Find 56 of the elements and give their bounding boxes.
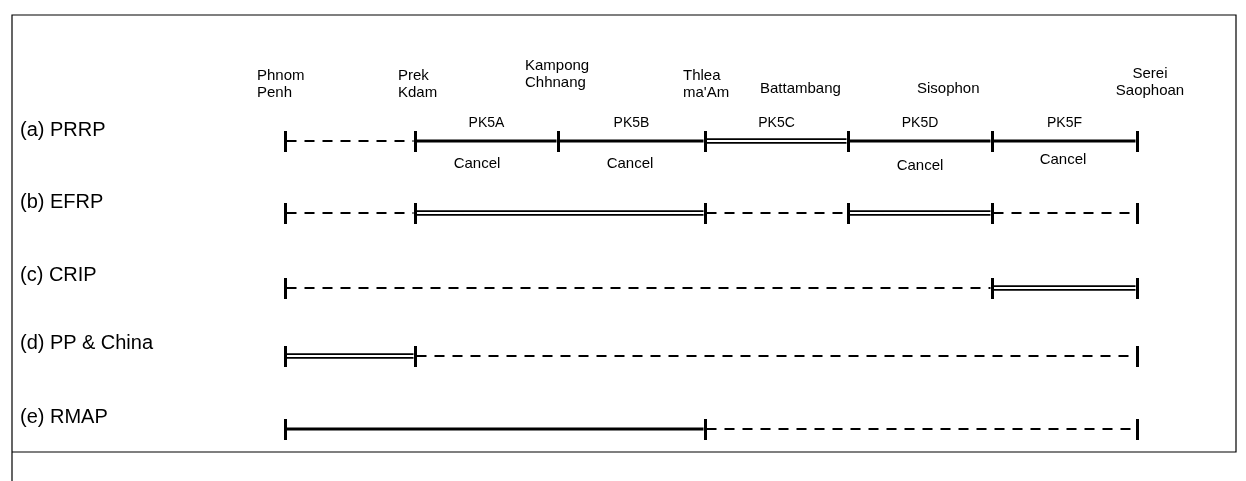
place-name: Battambang xyxy=(760,79,842,96)
tick-mark xyxy=(1135,130,1139,152)
solid-line xyxy=(416,139,557,143)
dashed-line xyxy=(286,286,991,290)
row-label: (b) EFRP xyxy=(20,189,105,213)
edge-label: PK5F xyxy=(1045,114,1084,130)
status-label: Cancel xyxy=(452,154,502,171)
edge-label: PK5C xyxy=(756,114,797,130)
tick-mark xyxy=(1135,202,1139,224)
place-name: Thlea ma'Am xyxy=(683,66,731,100)
row-label: (e) RMAP xyxy=(20,404,109,428)
dashed-line xyxy=(286,139,414,143)
dashed-line xyxy=(286,211,414,215)
solid-line xyxy=(993,139,1136,143)
tick-mark xyxy=(990,277,994,299)
double-line xyxy=(706,138,847,144)
solid-line xyxy=(559,139,704,143)
tick-mark xyxy=(556,130,560,152)
double-line xyxy=(416,210,704,216)
tick-mark xyxy=(990,202,994,224)
tick-mark xyxy=(990,130,994,152)
place-name: Kampong Chhnang xyxy=(525,56,591,90)
tick-mark xyxy=(413,130,417,152)
place-name: Serei Saophoan xyxy=(1114,64,1186,98)
double-line xyxy=(286,353,414,359)
status-label: Cancel xyxy=(1038,150,1088,167)
tick-mark xyxy=(1135,277,1139,299)
row-label: (a) PRRP xyxy=(20,117,107,141)
tick-mark xyxy=(846,130,850,152)
row-label: (c) CRIP xyxy=(20,262,98,286)
tick-mark xyxy=(413,202,417,224)
solid-line xyxy=(849,139,991,143)
double-line xyxy=(849,210,991,216)
tick-mark xyxy=(283,130,287,152)
tick-mark xyxy=(703,202,707,224)
status-label: Cancel xyxy=(605,154,655,171)
edge-label: PK5B xyxy=(611,114,652,130)
place-name: Sisophon xyxy=(917,79,981,96)
tick-mark xyxy=(1135,345,1139,367)
place-name: Phnom Penh xyxy=(257,66,306,100)
tick-mark xyxy=(283,418,287,440)
tick-mark xyxy=(703,418,707,440)
edge-label: PK5A xyxy=(466,114,507,130)
tick-mark xyxy=(413,345,417,367)
row-label: (d) PP & China xyxy=(20,330,155,354)
tick-mark xyxy=(283,345,287,367)
status-label: Cancel xyxy=(895,156,945,173)
tick-mark xyxy=(703,130,707,152)
tick-mark xyxy=(846,202,850,224)
solid-line xyxy=(286,427,704,431)
tick-mark xyxy=(283,202,287,224)
tick-mark xyxy=(283,277,287,299)
place-name: Prek Kdam xyxy=(398,66,439,100)
double-line xyxy=(993,285,1136,291)
tick-mark xyxy=(1135,418,1139,440)
edge-label: PK5D xyxy=(899,114,941,130)
